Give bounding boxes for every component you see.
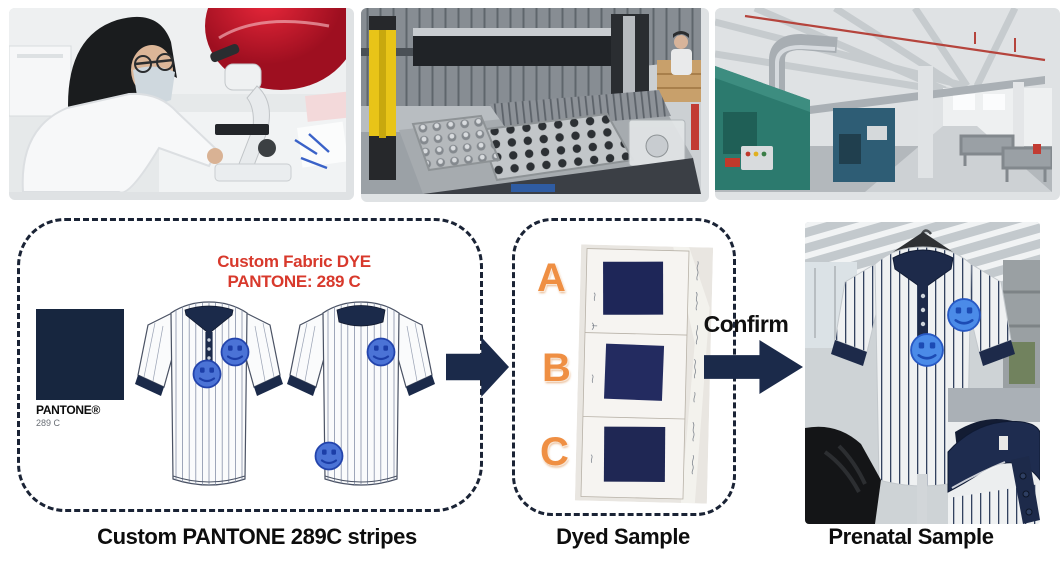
- fabric-swatch-a: [603, 261, 664, 315]
- back-collar: [336, 305, 386, 327]
- microscope: [210, 43, 292, 182]
- dyed-sample-box: A B C: [512, 218, 736, 516]
- factory-worker: [671, 31, 692, 75]
- pantone-289c-swatch: [36, 309, 124, 400]
- photo-lab-inspection: [5, 4, 358, 204]
- size-tag: [999, 436, 1008, 450]
- dye-swatch-card-photo: [574, 244, 714, 504]
- smiley-patch-icon: [947, 298, 981, 332]
- caption-dyed-sample: Dyed Sample: [556, 524, 690, 549]
- photo-factory-floor: [711, 4, 1060, 204]
- smiley-patch-icon: [314, 441, 344, 471]
- lab-inspection-illustration: [9, 8, 346, 192]
- factory-floor-illustration: [715, 8, 1052, 192]
- steel-cylinder-tray: [411, 114, 501, 172]
- safety-light-curtain: [369, 16, 396, 180]
- option-label-a: A: [537, 256, 566, 300]
- dye-machine-illustration: [361, 8, 701, 194]
- black-garment: [805, 426, 881, 524]
- smiley-patch-icon: [366, 337, 396, 367]
- dyeing-machines: [715, 66, 895, 190]
- ceiling-beams: [715, 8, 1019, 98]
- fabric-carts: [959, 134, 1052, 182]
- smiley-patch-icon: [192, 359, 222, 389]
- option-label-b: B: [542, 346, 571, 390]
- handwritten-notes: [590, 261, 699, 475]
- caption-design: Custom PANTONE 289C stripes: [97, 524, 417, 549]
- needle-rack: [489, 90, 671, 130]
- lab-technician: [21, 16, 223, 192]
- balance-scale: [628, 119, 686, 167]
- smiley-patch-icon: [220, 337, 250, 367]
- pantone-color-chip: PANTONE® 289 C: [36, 309, 124, 428]
- polo-back-drawing: [287, 301, 435, 486]
- fabric-swatch-c: [603, 426, 666, 482]
- pantone-code-label: 289 C: [36, 418, 61, 428]
- fabric-swatch-b: [603, 343, 665, 401]
- smiley-patch-icon: [910, 333, 944, 367]
- dye-note-line1: Custom Fabric DYE: [217, 252, 371, 271]
- option-label-c: C: [540, 430, 569, 474]
- design-spec-box: Custom Fabric DYE PANTONE: 289 C PANTONE…: [17, 218, 483, 512]
- dye-note: Custom Fabric DYE PANTONE: 289 C: [208, 252, 380, 292]
- prenatal-sample-illustration: [805, 222, 1040, 524]
- collar-closeup-inset: [947, 388, 1040, 524]
- dye-note-line2: PANTONE: 289 C: [227, 272, 361, 291]
- sample-polo-shirt: [831, 246, 1015, 487]
- photo-prenatal-sample: [805, 222, 1040, 524]
- photo-dye-machine: [357, 4, 713, 206]
- polo-front-drawing: [135, 301, 283, 486]
- confirm-label: Confirm: [703, 311, 789, 337]
- pantone-brand-label: PANTONE®: [36, 403, 101, 417]
- caption-prenatal-sample: Prenatal Sample: [828, 524, 994, 549]
